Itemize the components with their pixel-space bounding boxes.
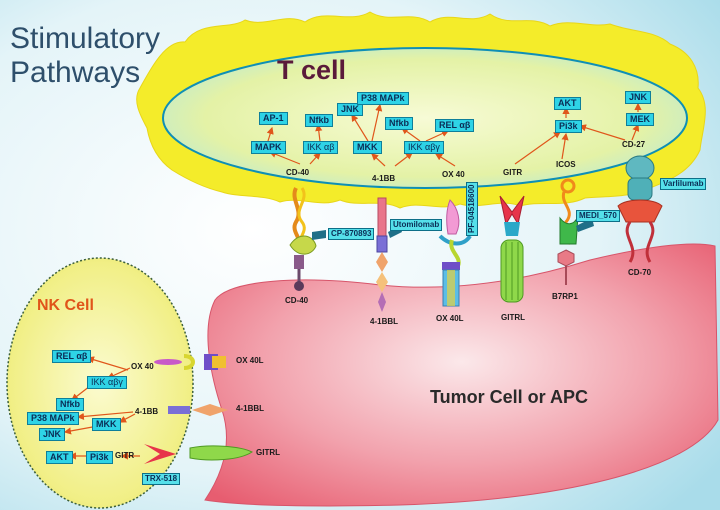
tcell-node-rel-ab: REL αβ <box>435 119 475 132</box>
tumor-ligand-gitrl: GITRL <box>501 313 525 322</box>
drug-varlilumab: Varlilumab <box>660 178 707 190</box>
tcell-node-ikk-abg: IKK αβγ <box>404 141 444 154</box>
nk-node-pi3k: Pi3k <box>86 451 113 464</box>
tcell-node-pi3k: Pi3k <box>555 120 582 133</box>
tumor-ligand-cd70: CD-70 <box>628 268 652 277</box>
tcell-arrows <box>266 102 642 167</box>
nk-receptor-gitr: GITR <box>115 451 135 460</box>
gitr-complex-graphic <box>499 195 525 303</box>
page-title-line2: Pathways <box>10 56 141 89</box>
icos-complex-graphic <box>557 178 594 285</box>
tcell-node-ikk-ab: IKK αβ <box>303 141 339 154</box>
tcell-node-jnk: JNK <box>337 103 364 116</box>
tcell-receptor-ox40: OX 40 <box>442 170 465 179</box>
nk-node-ikk-abg: IKK αβγ <box>87 376 127 389</box>
nk-node-p38mapk: P38 MAPk <box>27 412 79 425</box>
tcell-node-nfkb: Nfkb <box>305 114 333 127</box>
tcell-node-p38mapk: P38 MAPk <box>357 92 409 105</box>
drug-utomilomab: Utomilomab <box>390 219 443 231</box>
nk-receptor-graphics <box>144 354 253 464</box>
drug-trx518: TRX-518 <box>142 473 181 485</box>
nk-title: NK Cell <box>37 297 94 314</box>
drug-pf04518600: PF-04518600 <box>466 181 478 236</box>
tcell-node-mapk: MAPK <box>251 141 286 154</box>
ox40-complex-graphic <box>438 199 472 307</box>
tcell-title: T cell <box>277 55 347 85</box>
tumor-ligand-ox40l: OX 40L <box>436 314 464 323</box>
tcell-node-nfkb-2: Nfkb <box>385 117 413 130</box>
tumor-title: Tumor Cell or APC <box>430 387 589 407</box>
drug-cp870893: CP-870893 <box>328 228 375 240</box>
tcell-node-akt: AKT <box>554 97 581 110</box>
tcell-receptor-cd27: CD-27 <box>622 140 646 149</box>
tcell-receptor-gitr: GITR <box>503 168 523 177</box>
nk-node-akt: AKT <box>46 451 73 464</box>
tumor-ligand-41bbl: 4-1BBL <box>370 317 399 326</box>
cd40-complex-graphic <box>289 187 326 291</box>
tumor-ligand-cd40: CD-40 <box>285 296 309 305</box>
drug-medi570: MEDI_570 <box>576 210 620 222</box>
tcell-node-jnk-2: JNK <box>625 91 652 104</box>
tcell-receptor-41bb: 4-1BB <box>372 174 396 183</box>
tcell-node-mkk: MKK <box>353 141 382 154</box>
tcell-receptor-icos: ICOS <box>556 160 576 169</box>
nk-node-jnk: JNK <box>39 428 66 441</box>
nk-ligand-ox40l: OX 40L <box>236 356 264 365</box>
cd27-complex-graphic <box>617 155 663 263</box>
tcell-cytoplasm <box>162 47 688 189</box>
tcell-node-mek: MEK <box>626 113 654 126</box>
tcell-receptor-cd40: CD-40 <box>286 168 310 177</box>
nk-receptor-ox40: OX 40 <box>131 362 154 371</box>
nk-node-mkk: MKK <box>92 418 121 431</box>
nk-node-rel-ab: REL αβ <box>52 350 92 363</box>
page-title-line1: Stimulatory <box>10 22 161 55</box>
nk-ligand-41bbl: 4-1BBL <box>236 404 265 413</box>
tcell-node-ap1: AP-1 <box>259 112 288 125</box>
nk-receptor-41bb: 4-1BB <box>135 407 159 416</box>
tumor-ligand-b7rp1: B7RP1 <box>552 292 578 301</box>
nk-ligand-gitrl: GITRL <box>256 448 280 457</box>
nk-node-nfkb: Nfkb <box>56 398 84 411</box>
